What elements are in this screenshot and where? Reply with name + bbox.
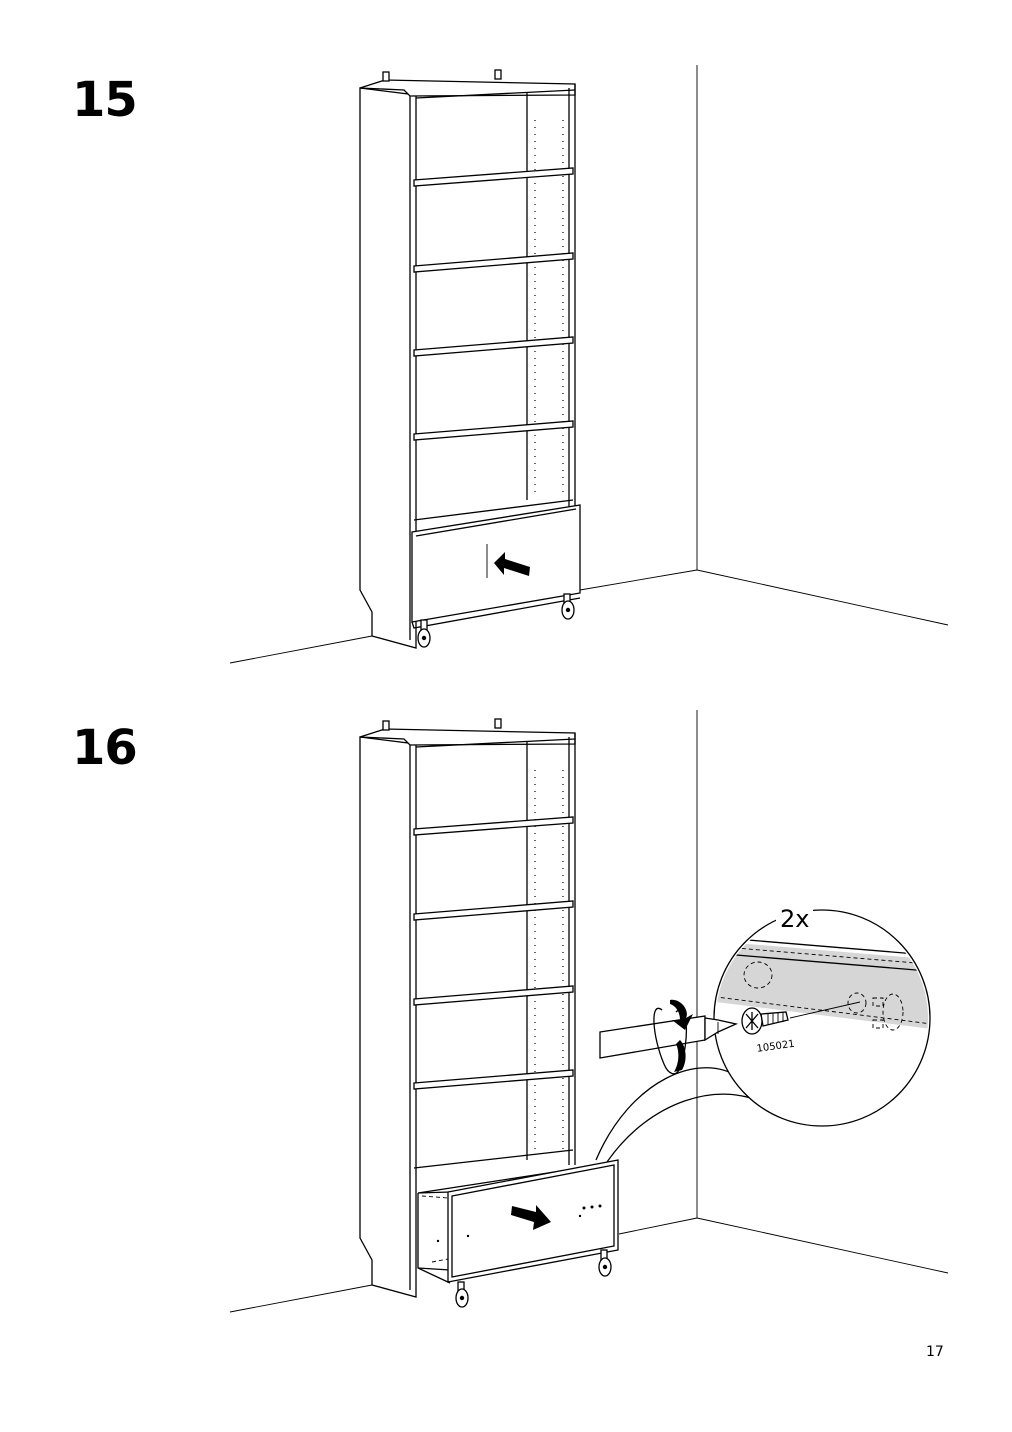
detail-callout-connector bbox=[595, 1067, 766, 1163]
bookcase-icon bbox=[359, 718, 576, 1298]
quantity-label: 2x bbox=[776, 905, 814, 933]
drawer-rail-icon bbox=[716, 935, 928, 1031]
page-number: 17 bbox=[926, 1344, 944, 1360]
room-corner-lines bbox=[229, 65, 949, 664]
detail-magnifier bbox=[713, 909, 931, 1127]
rotate-arrow-icon bbox=[653, 999, 693, 1075]
drawer-icon bbox=[417, 1159, 619, 1284]
castor-wheel-icon bbox=[417, 593, 575, 648]
push-arrow-icon bbox=[486, 544, 530, 578]
step-number-16: 16 bbox=[72, 720, 138, 776]
drawer-icon bbox=[411, 504, 581, 629]
step-number-15: 15 bbox=[72, 72, 138, 128]
room-corner-lines bbox=[229, 710, 949, 1313]
screw-icon bbox=[741, 1007, 789, 1035]
screwdriver-icon bbox=[599, 1015, 739, 1059]
pull-arrow-icon bbox=[511, 1205, 551, 1230]
step-15-illustration bbox=[229, 65, 949, 664]
castor-wheel-icon bbox=[455, 1249, 612, 1308]
bookcase-icon bbox=[359, 69, 576, 649]
step-16-illustration bbox=[229, 710, 949, 1313]
